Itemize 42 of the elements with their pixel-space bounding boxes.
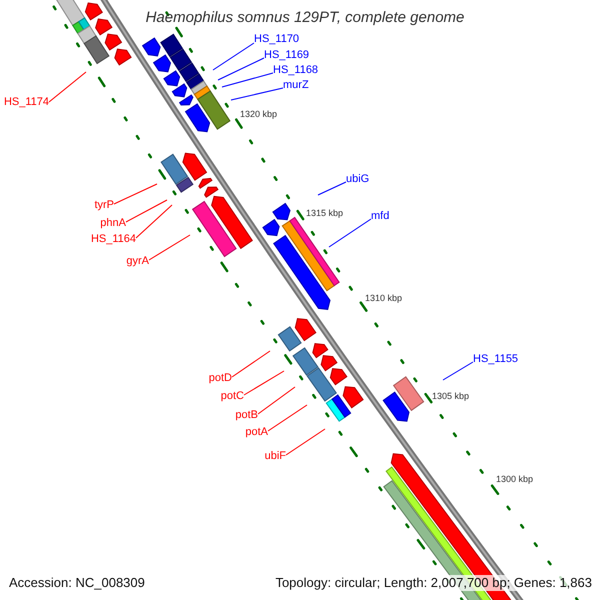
scale-label: 1305 kbp bbox=[432, 391, 470, 402]
gene-label: HS_1168 bbox=[273, 64, 318, 77]
map-title: Haemophilus somnus 129PT, complete genome bbox=[144, 9, 466, 26]
gene-label: HS_1169 bbox=[264, 49, 310, 62]
leader-line bbox=[318, 182, 346, 196]
gene-label: tyrP bbox=[94, 199, 114, 212]
gene-label: potC bbox=[220, 390, 244, 403]
gene-label: potD bbox=[208, 372, 232, 385]
leader-line bbox=[126, 200, 168, 222]
gene-label: ubiG bbox=[346, 173, 370, 186]
leader-line bbox=[212, 42, 254, 70]
gene-label: phnA bbox=[100, 217, 126, 230]
footer-text: Accession: NC_008309 bbox=[9, 575, 145, 591]
gene-label: potB bbox=[235, 409, 258, 422]
leader-line bbox=[328, 218, 372, 248]
gene-label: HS_1170 bbox=[254, 33, 300, 46]
leader-line bbox=[218, 58, 264, 80]
leader-line bbox=[136, 204, 172, 238]
gene-label: mfd bbox=[371, 210, 390, 223]
gene-label: HS_1164 bbox=[90, 233, 136, 246]
gene-label: potA bbox=[245, 426, 268, 439]
gene-label: ubiF bbox=[264, 450, 286, 463]
gene-label: gyrA bbox=[126, 255, 149, 268]
leader-line bbox=[232, 350, 270, 378]
leader-line bbox=[268, 404, 308, 432]
leader-line bbox=[148, 234, 190, 260]
leader-line bbox=[114, 184, 158, 204]
gene-label: HS_1174 bbox=[4, 96, 49, 109]
leader-line bbox=[230, 88, 284, 100]
scale-label: 1320 kbp bbox=[240, 109, 278, 120]
leader-line bbox=[244, 370, 284, 396]
scale-label: 1300 kbp bbox=[496, 474, 534, 485]
gene-label: HS_1155 bbox=[473, 353, 518, 366]
leader-line bbox=[442, 362, 474, 380]
gene-label: murZ bbox=[283, 79, 309, 92]
leader-line bbox=[258, 386, 296, 414]
leader-line bbox=[286, 428, 326, 456]
scale-label: 1310 kbp bbox=[365, 293, 402, 304]
footer-text: Topology: circular; Length: 2,007,700 bp; Genes: 1,863 bbox=[275, 575, 592, 591]
leader-line bbox=[222, 72, 274, 88]
leader-line bbox=[48, 72, 86, 102]
scale-label: 1315 kbp bbox=[306, 208, 344, 219]
